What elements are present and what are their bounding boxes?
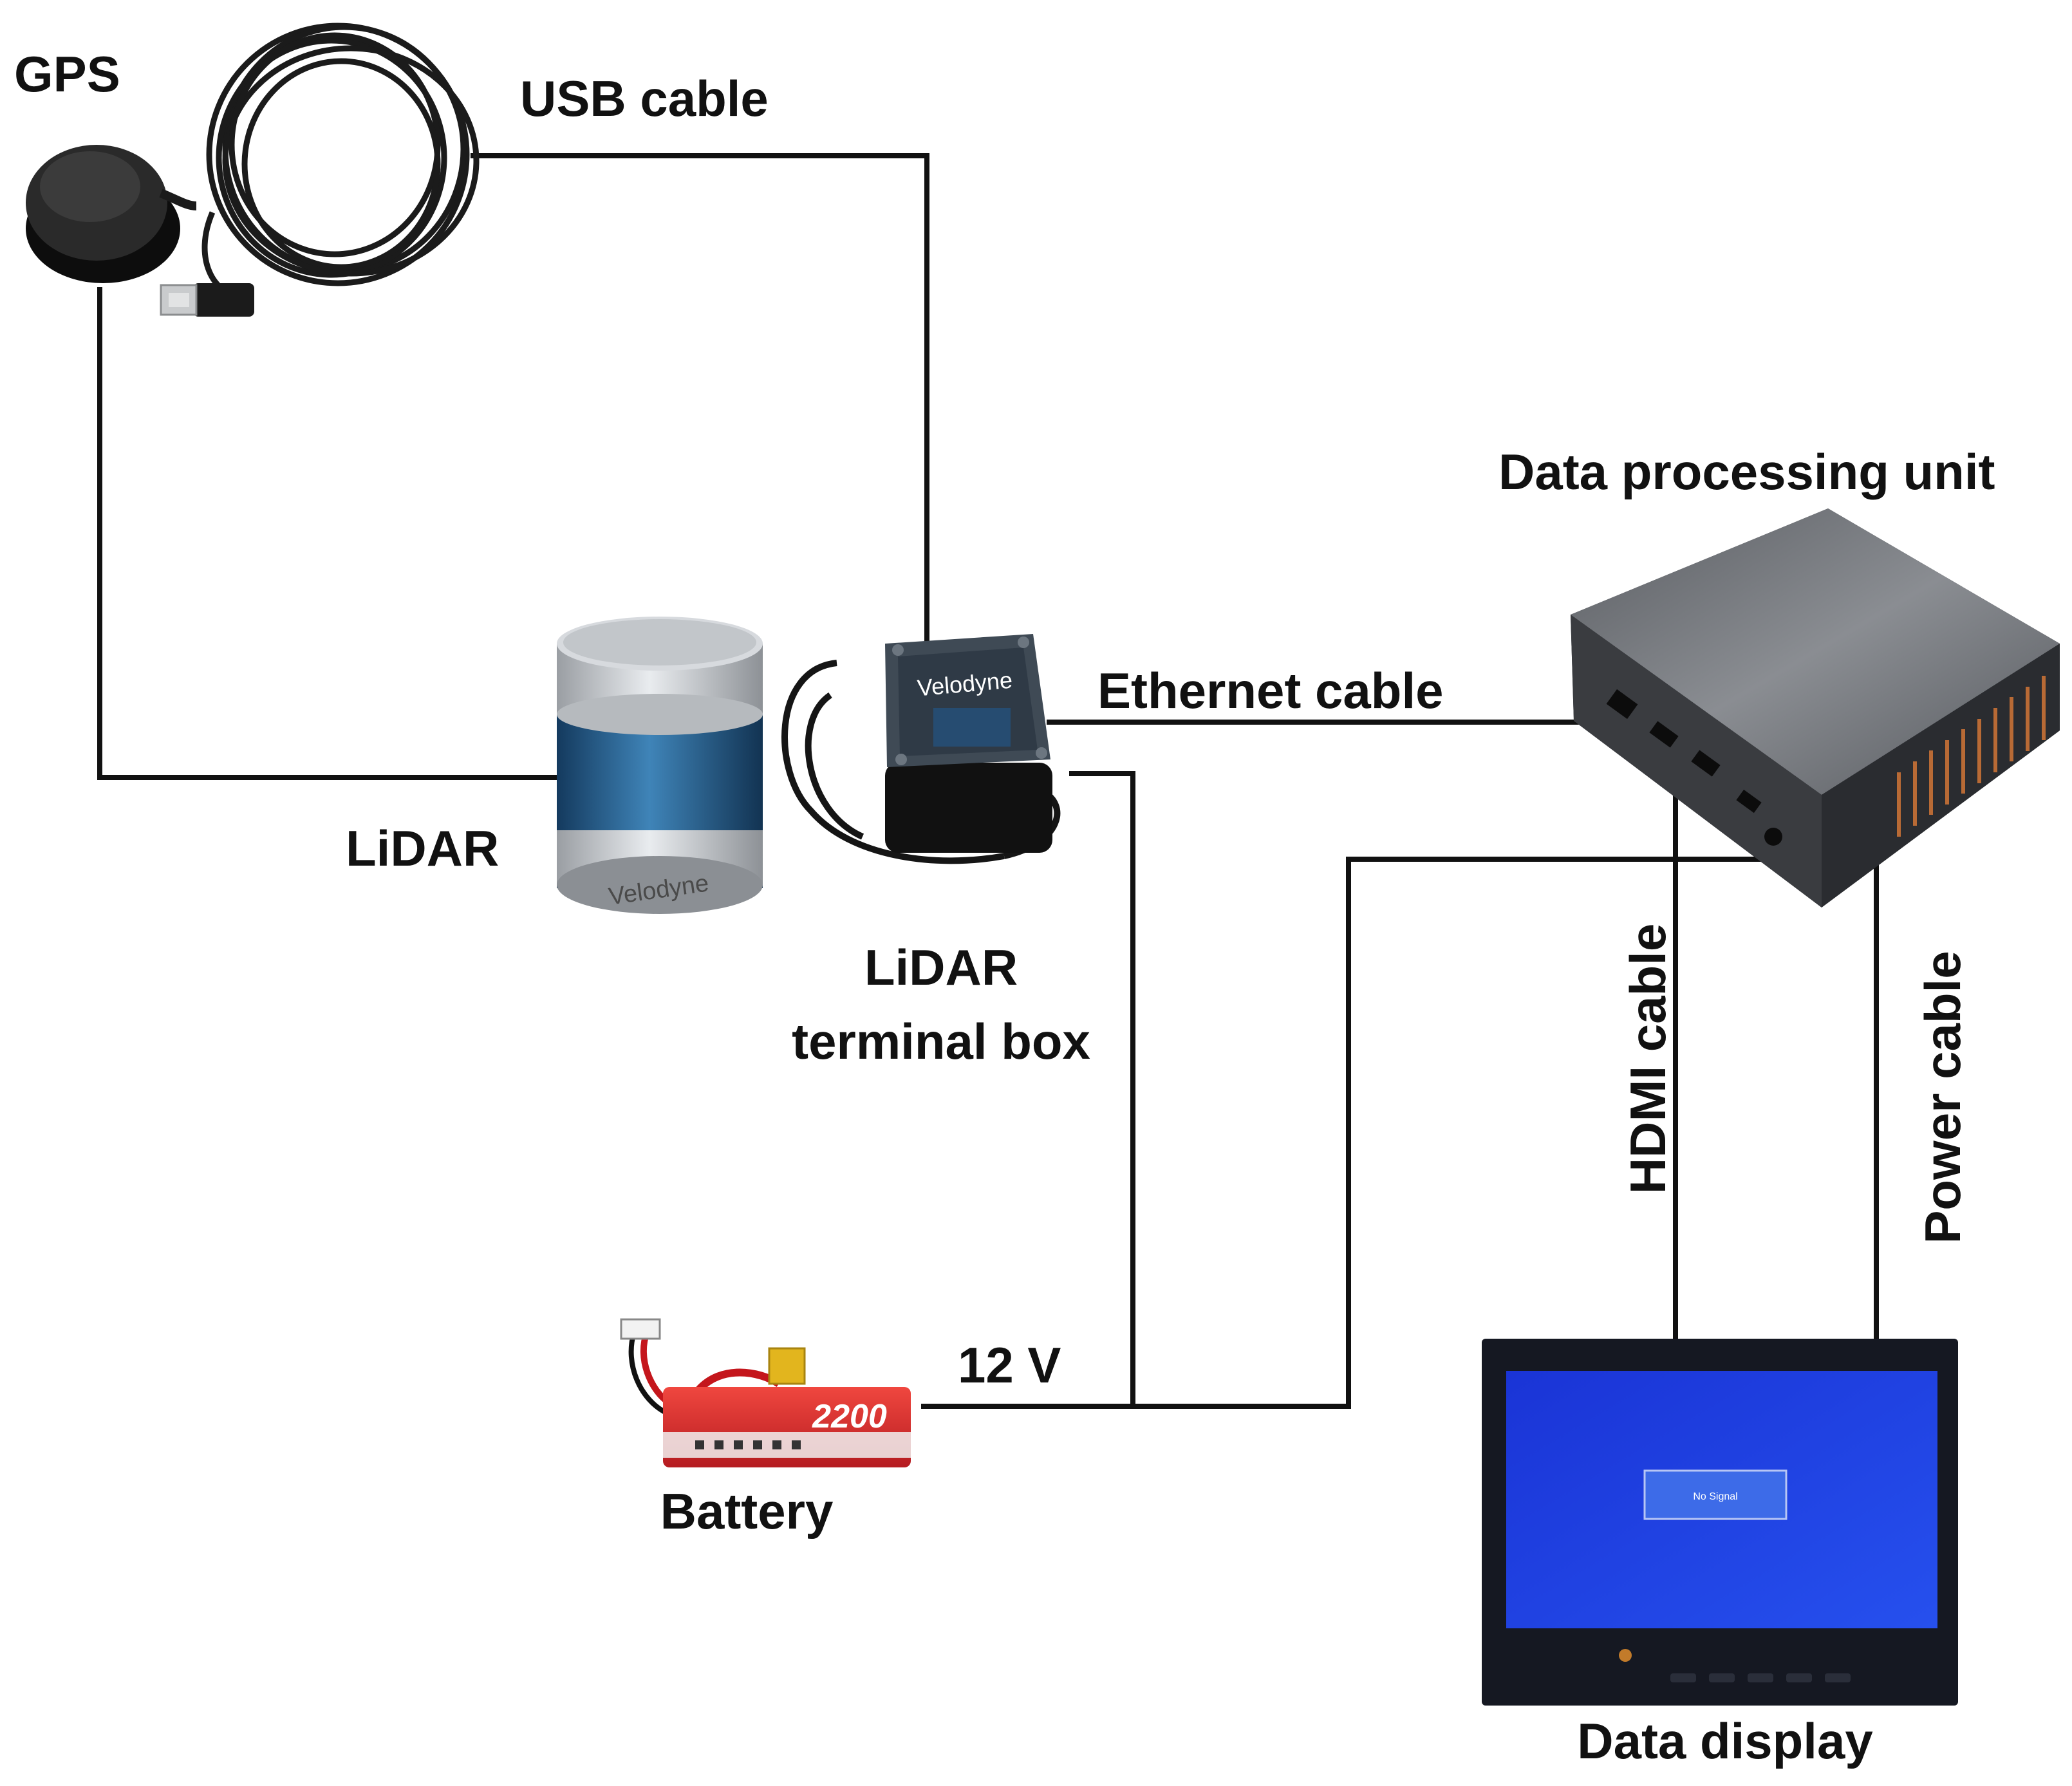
terminal-box-power-wire <box>1069 771 1135 1409</box>
pc-top-face <box>1571 508 2060 795</box>
lidar-terminal-box: Velodyne <box>781 634 1061 864</box>
gps-receiver <box>26 23 480 317</box>
label-usb-cable: USB cable <box>520 70 769 127</box>
label-lidar: LiDAR <box>346 820 499 877</box>
battery-pack: 2200 <box>620 1318 911 1467</box>
display-no-signal-box <box>1643 1469 1787 1520</box>
battery-capacity-marking: 2200 <box>812 1398 887 1435</box>
wiring <box>97 153 1879 1409</box>
12v-supply-wire <box>921 857 1776 1409</box>
usb-cable-wire <box>471 153 929 656</box>
usb-plug-body <box>193 283 254 317</box>
data-processing-unit-device <box>1571 508 2060 907</box>
label-battery: Battery <box>660 1483 834 1539</box>
label-lidar-terminal-box-line1: LiDAR <box>864 939 1018 996</box>
data-display-device: No Signal <box>1482 1339 1958 1706</box>
label-power-cable: Power cable <box>1914 951 1971 1243</box>
pc-copper-vent <box>1897 676 2046 837</box>
label-lidar-terminal-box-line2: terminal box <box>792 1013 1090 1070</box>
diagram-labels: GPS USB cable Data processing unit Ether… <box>14 46 1995 1769</box>
label-12v: 12 V <box>958 1337 1061 1393</box>
gps-to-lidar-wire <box>97 287 569 780</box>
label-hdmi-cable: HDMI cable <box>1619 924 1676 1194</box>
pc-side-face <box>1822 644 2060 907</box>
label-ethernet-cable: Ethernet cable <box>1097 662 1444 719</box>
label-gps: GPS <box>14 46 120 102</box>
pc-ports <box>1606 689 1782 846</box>
gps-coiled-cable <box>201 23 480 301</box>
label-data-display: Data display <box>1577 1713 1873 1769</box>
lidar-sensor: Velodyne <box>557 617 763 914</box>
display-no-signal-text: No Signal <box>1693 1491 1737 1502</box>
label-data-processing-unit: Data processing unit <box>1498 443 1995 500</box>
display-power-led <box>1619 1649 1632 1662</box>
